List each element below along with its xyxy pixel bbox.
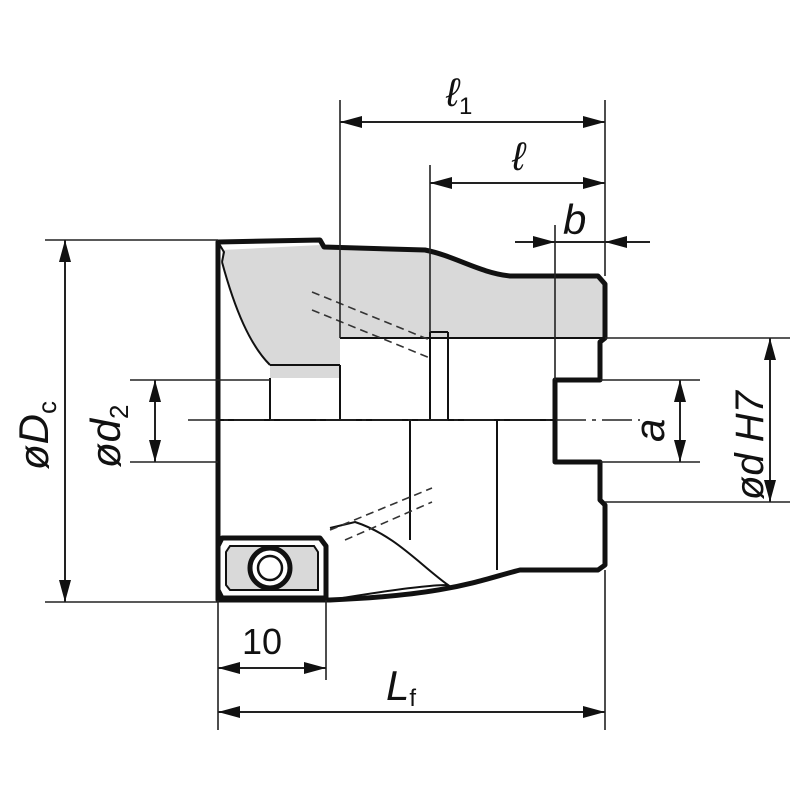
label-b: b [563, 196, 586, 243]
arrow-ten-left [218, 662, 240, 674]
arrow-dc-bottom [59, 580, 71, 602]
label-ten: 10 [242, 621, 282, 662]
arrow-b-right [605, 236, 627, 248]
arrow-l-right [583, 177, 605, 189]
arrow-b-left [533, 236, 555, 248]
hidden-line-bottom-2 [344, 501, 433, 541]
arrow-lf-right [583, 706, 605, 718]
arrow-d2-top [149, 380, 161, 402]
label-l1: ℓ1 [445, 71, 472, 120]
arrow-d-bottom [764, 480, 776, 502]
insert-outer [215, 535, 329, 601]
arrow-a-top [674, 380, 686, 402]
top-insert-edge [221, 261, 271, 366]
top-corner-notch [217, 241, 226, 263]
arrow-l1-right [583, 116, 605, 128]
arrow-d2-bottom [149, 440, 161, 462]
shaded-body-region [222, 245, 605, 378]
arrow-l1-left [340, 116, 362, 128]
label-lf: Lf [386, 662, 416, 712]
insert-screw-inner [256, 554, 284, 582]
cutter-body-outline [215, 237, 608, 603]
label-d-h7: ød H7 [728, 389, 772, 500]
arrow-d-top [764, 338, 776, 360]
label-l: ℓ [511, 135, 527, 179]
hidden-line-top-1 [311, 291, 431, 341]
arrow-lf-left [218, 706, 240, 718]
arrow-ten-right [304, 662, 326, 674]
hidden-line-bottom-1 [329, 487, 433, 531]
arrow-dc-top [59, 240, 71, 262]
arrow-l-left [430, 177, 452, 189]
label-a: a [626, 419, 673, 442]
label-dc: øDc [10, 401, 62, 470]
lower-flute [329, 520, 452, 601]
label-d2: ød2 [82, 405, 134, 468]
arrow-a-bottom [674, 440, 686, 462]
hidden-line-top-2 [311, 309, 431, 359]
